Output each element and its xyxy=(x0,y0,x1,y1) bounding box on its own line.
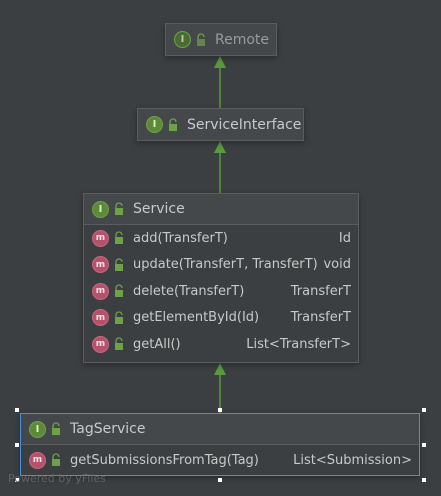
method-return-type: TransferT xyxy=(290,283,351,299)
node-serviceinterface-title: ServiceInterface xyxy=(187,116,302,133)
lock-open-icon xyxy=(115,337,123,351)
method-icon: m xyxy=(92,256,109,274)
resize-handle-top-left[interactable] xyxy=(15,408,19,412)
method-row[interactable]: m getAll() List<TransferT> xyxy=(84,331,358,358)
lock-open-icon xyxy=(169,117,177,131)
node-remote-header: I Remote xyxy=(166,24,276,55)
method-return-type: List<Submission> xyxy=(293,452,412,468)
lock-open-icon xyxy=(115,202,123,215)
arrowhead-service xyxy=(214,363,226,375)
method-return-type: TransferT xyxy=(290,310,351,326)
node-service-header: I Service xyxy=(84,194,358,224)
watermark: Powered by yFiles xyxy=(8,472,106,485)
node-service-title: Service xyxy=(133,201,185,217)
method-name: getAll() xyxy=(133,336,181,352)
method-icon: m xyxy=(92,229,109,247)
method-name: getSubmissionsFromTag(Tag) xyxy=(70,452,259,468)
resize-handle-bottom-left[interactable] xyxy=(15,478,19,482)
method-icon: m xyxy=(92,282,109,300)
node-service[interactable]: I Service m add(TransferT) Id m update(T… xyxy=(83,193,359,363)
arrowhead-serviceinterface xyxy=(214,141,226,153)
method-return-type: Id xyxy=(338,230,351,246)
method-row[interactable]: m getElementById(Id) TransferT xyxy=(84,305,358,332)
method-row[interactable]: m add(TransferT) Id xyxy=(84,225,358,252)
interface-icon: I xyxy=(146,116,163,133)
method-icon: m xyxy=(29,451,46,469)
resize-handle-right[interactable] xyxy=(422,443,426,447)
method-name: getElementById(Id) xyxy=(133,310,260,326)
lock-open-icon xyxy=(115,231,123,245)
node-serviceinterface-header: I ServiceInterface xyxy=(138,109,303,140)
method-icon: m xyxy=(92,335,109,353)
resize-handle-bottom-right[interactable] xyxy=(422,478,426,482)
lock-open-icon xyxy=(52,422,60,435)
method-name: add(TransferT) xyxy=(133,230,228,246)
node-serviceinterface[interactable]: I ServiceInterface xyxy=(137,108,304,141)
lock-open-icon xyxy=(52,453,60,466)
method-name: delete(TransferT) xyxy=(133,283,245,299)
method-return-type: List<TransferT> xyxy=(246,336,351,352)
resize-handle-bottom[interactable] xyxy=(218,478,222,482)
resize-handle-top[interactable] xyxy=(218,408,222,412)
node-tagservice[interactable]: I TagService m getSubmissionsFromTag(Tag… xyxy=(20,413,420,476)
method-row[interactable]: m update(TransferT, TransferT) void xyxy=(84,252,358,279)
lock-open-icon xyxy=(115,284,123,298)
interface-icon: I xyxy=(174,31,191,48)
method-icon: m xyxy=(92,309,109,327)
lock-open-icon xyxy=(115,311,123,324)
node-remote[interactable]: I Remote xyxy=(165,23,277,56)
arrowhead-remote xyxy=(214,56,226,68)
lock-open-icon xyxy=(115,258,123,271)
lock-open-icon xyxy=(197,32,205,46)
interface-icon: I xyxy=(92,200,109,218)
node-tagservice-methods: m getSubmissionsFromTag(Tag) List<Submis… xyxy=(21,444,419,475)
node-remote-title: Remote xyxy=(215,31,270,48)
node-service-methods: m add(TransferT) Id m update(TransferT, … xyxy=(84,224,358,358)
method-row[interactable]: m getSubmissionsFromTag(Tag) List<Submis… xyxy=(21,445,419,475)
method-row[interactable]: m delete(TransferT) TransferT xyxy=(84,278,358,305)
interface-icon: I xyxy=(29,420,46,438)
resize-handle-left[interactable] xyxy=(15,443,19,447)
node-tagservice-title: TagService xyxy=(70,421,146,437)
method-name: update(TransferT, TransferT) xyxy=(133,257,318,273)
resize-handle-top-right[interactable] xyxy=(422,408,426,412)
node-tagservice-header: I TagService xyxy=(21,414,419,444)
method-return-type: void xyxy=(323,257,351,273)
